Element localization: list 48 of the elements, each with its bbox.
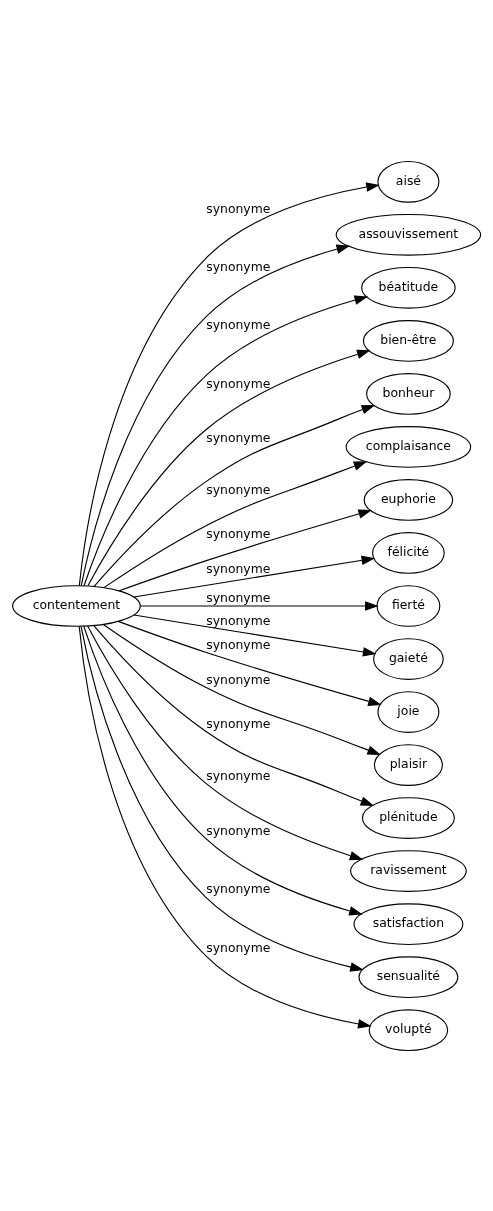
arrow: [133, 555, 376, 597]
node-ellipse: bonheur: [366, 372, 451, 415]
node-ellipse: plaisir: [373, 743, 443, 786]
edge-label: synonyme: [206, 715, 271, 731]
edge-label: synonyme: [206, 636, 271, 652]
arrow: [118, 508, 372, 591]
node-ellipse: béatitude: [361, 266, 456, 309]
edge-label: synonyme: [206, 560, 271, 576]
edge-label: synonyme: [206, 939, 271, 955]
edge-label: synonyme: [206, 258, 271, 274]
node-ellipse: félicité: [372, 531, 445, 574]
arrow: [78, 625, 372, 1029]
arrow: [93, 624, 375, 806]
node-ellipse: gaieté: [373, 637, 444, 680]
arrow: [80, 625, 364, 972]
edge-label: synonyme: [206, 525, 271, 541]
edge-label: synonyme: [206, 589, 271, 605]
arrow: [83, 295, 369, 586]
node-ellipse: contentement: [12, 584, 141, 627]
edge-label: synonyme: [206, 481, 271, 497]
edge-label: synonyme: [206, 375, 271, 391]
edge-label: synonyme: [206, 612, 271, 628]
arrow: [78, 181, 380, 586]
arrow: [87, 625, 364, 860]
arrow: [103, 623, 381, 755]
arrow: [93, 404, 376, 587]
node-ellipse: fierté: [376, 584, 441, 627]
node-ellipse: sensualité: [358, 955, 459, 998]
edge-label: synonyme: [206, 767, 271, 783]
arrow: [87, 349, 371, 586]
arrow: [83, 625, 363, 915]
edge-label: synonyme: [206, 880, 271, 896]
arrow: [103, 460, 368, 588]
arrow: [80, 244, 351, 586]
node-ellipse: bien-être: [362, 319, 454, 362]
edge-label: synonyme: [206, 316, 271, 332]
node-ellipse: euphorie: [363, 478, 454, 521]
node-ellipse: aisé: [377, 160, 440, 203]
node-ellipse: joie: [377, 690, 440, 733]
node-ellipse: volupté: [368, 1008, 449, 1051]
edge-label: synonyme: [206, 429, 271, 445]
arrow: [117, 620, 382, 706]
edge-label: synonyme: [206, 822, 271, 838]
arrow: [133, 614, 377, 657]
arrow: [139, 600, 379, 611]
node-ellipse: satisfaction: [353, 902, 464, 945]
edge-label: synonyme: [206, 200, 271, 216]
edge-label: synonyme: [206, 671, 271, 687]
